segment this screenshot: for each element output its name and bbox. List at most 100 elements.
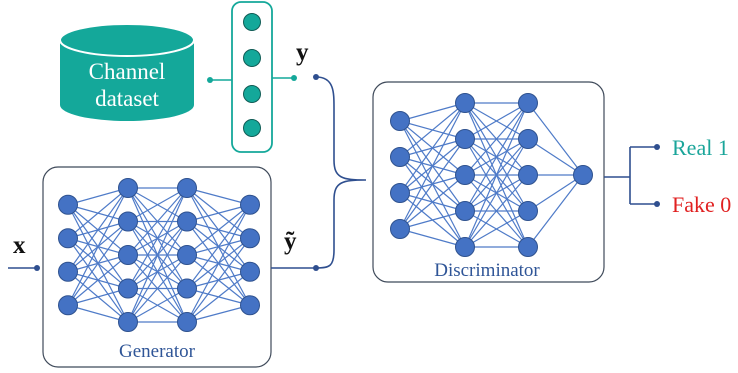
x-input-dot bbox=[34, 265, 40, 271]
network-node bbox=[518, 201, 538, 221]
network-edge bbox=[186, 271, 251, 323]
network-edge bbox=[464, 102, 529, 248]
network-node bbox=[455, 237, 475, 257]
network-edge bbox=[399, 174, 466, 230]
vector-to-y-dot bbox=[291, 75, 297, 81]
network-edge bbox=[464, 210, 529, 248]
network-edge bbox=[464, 102, 529, 176]
network-edge bbox=[399, 138, 466, 230]
network-edge bbox=[67, 187, 129, 206]
network-node bbox=[240, 194, 260, 215]
network-node bbox=[573, 165, 593, 185]
network-edge bbox=[186, 204, 251, 289]
network-node bbox=[58, 261, 78, 282]
generator-network bbox=[58, 178, 260, 332]
network-edge bbox=[399, 102, 466, 194]
sample-node bbox=[243, 85, 261, 103]
database-label-line2: dataset bbox=[95, 86, 159, 111]
network-edge bbox=[186, 204, 251, 323]
network-node bbox=[518, 93, 538, 113]
dataset-connector-dot bbox=[207, 77, 213, 83]
network-edge bbox=[186, 204, 251, 256]
network-node bbox=[240, 228, 260, 249]
network-node bbox=[177, 178, 197, 198]
network-edge bbox=[464, 102, 529, 212]
sample-vector bbox=[231, 1, 273, 153]
network-edge bbox=[127, 187, 188, 289]
network-node bbox=[240, 261, 260, 282]
sample-node bbox=[243, 13, 261, 31]
network-node bbox=[177, 211, 197, 232]
label-y: y bbox=[296, 39, 309, 66]
network-node bbox=[455, 129, 475, 149]
network-edge bbox=[186, 237, 251, 323]
network-edge bbox=[399, 102, 466, 230]
real-label: Real 1 bbox=[672, 135, 729, 160]
network-edge bbox=[186, 204, 251, 223]
network-edge bbox=[527, 174, 584, 212]
sample-node bbox=[243, 119, 261, 137]
label-y-tilde: ỹ bbox=[284, 228, 297, 255]
database-label-line1: Channel bbox=[89, 59, 166, 84]
sample-node bbox=[243, 49, 261, 67]
channel-dataset-database: Channel dataset bbox=[59, 23, 195, 121]
generator-box bbox=[42, 166, 272, 368]
network-edge bbox=[67, 187, 129, 306]
network-edge bbox=[464, 138, 529, 248]
network-node bbox=[518, 129, 538, 149]
network-edge bbox=[127, 254, 188, 323]
network-node bbox=[118, 245, 138, 265]
sample-vector-box bbox=[231, 1, 273, 153]
network-node bbox=[240, 295, 260, 316]
network-edge bbox=[127, 187, 188, 323]
network-node bbox=[455, 93, 475, 113]
network-edge bbox=[127, 287, 188, 323]
network-edge bbox=[186, 187, 251, 206]
network-node bbox=[518, 165, 538, 185]
network-node bbox=[58, 295, 78, 316]
network-node bbox=[177, 245, 197, 265]
network-edge bbox=[67, 187, 129, 273]
network-node bbox=[390, 219, 410, 239]
network-node bbox=[455, 165, 475, 185]
fake-output-dot bbox=[654, 201, 660, 207]
network-node bbox=[390, 111, 410, 131]
network-node bbox=[58, 194, 78, 215]
network-edge bbox=[186, 304, 251, 323]
database-body bbox=[60, 40, 194, 121]
network-edge bbox=[127, 187, 188, 256]
network-edge bbox=[399, 102, 466, 158]
database-top bbox=[59, 23, 195, 57]
network-node bbox=[390, 147, 410, 167]
network-edge bbox=[67, 287, 129, 306]
network-edge bbox=[527, 174, 584, 248]
network-edge bbox=[67, 187, 129, 239]
discriminator-network bbox=[390, 93, 593, 257]
network-edge bbox=[527, 102, 584, 176]
network-edge bbox=[399, 210, 466, 230]
network-node bbox=[518, 237, 538, 257]
network-edge bbox=[464, 102, 529, 140]
network-node bbox=[455, 201, 475, 221]
network-node bbox=[58, 228, 78, 249]
generator-label: Generator bbox=[119, 341, 196, 362]
network-edge bbox=[127, 187, 188, 223]
network-edge bbox=[67, 254, 129, 306]
network-node bbox=[177, 312, 197, 332]
network-node bbox=[118, 211, 138, 232]
network-node bbox=[390, 183, 410, 203]
network-node bbox=[177, 278, 197, 299]
network-node bbox=[118, 278, 138, 299]
network-edge bbox=[399, 102, 466, 122]
fake-label: Fake 0 bbox=[672, 192, 731, 217]
network-edge bbox=[464, 174, 529, 248]
label-x: x bbox=[13, 232, 26, 259]
network-node bbox=[118, 178, 138, 198]
merge-brace bbox=[315, 76, 367, 269]
output-fork bbox=[604, 146, 657, 205]
network-edge bbox=[67, 304, 129, 323]
discriminator-label: Discriminator bbox=[434, 260, 540, 281]
network-node bbox=[118, 312, 138, 332]
real-output-dot bbox=[654, 144, 660, 150]
